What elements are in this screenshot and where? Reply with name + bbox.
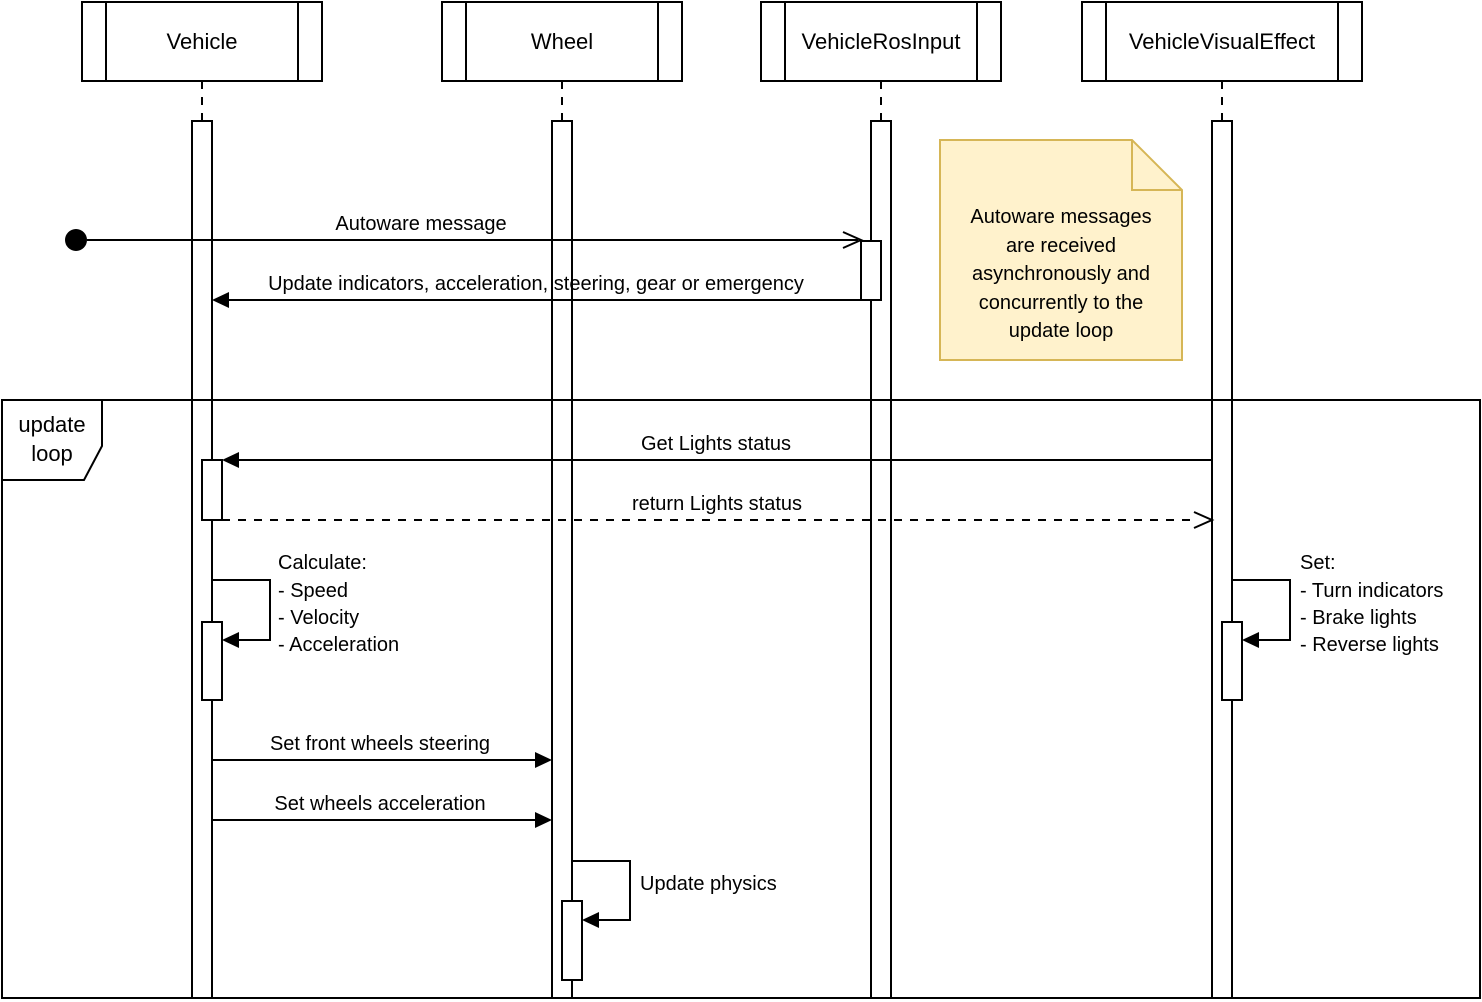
note-text-line2: are received [1006,235,1116,257]
filled-arrowhead-left-icon [212,292,229,308]
vehicle-nested-activation-lights [201,459,223,521]
self-call-line [1232,579,1291,641]
self-call-label-line3: - Brake lights [1300,607,1417,629]
message-label-set-acceleration: Set wheels acceleration [274,793,485,815]
participant-vehicle: Vehicle [81,1,323,82]
self-call-label-line3: - Velocity [278,607,359,629]
message-label-update-inputs: Update indicators, acceleration, steerin… [268,273,804,295]
self-call-line [212,579,271,641]
message-label-autoware: Autoware message [335,213,506,235]
update-loop-frame-label-pentagon [1,399,103,481]
filled-arrowhead-left-icon [222,452,239,468]
note-text-line1: Autoware messages [970,206,1151,228]
participant-box [441,1,683,82]
participant-box [81,1,323,82]
participant-label: Wheel [531,29,593,54]
participant-box [1081,1,1363,82]
update-loop-label-line1: update [18,412,85,437]
note-text-line3: asynchronously and [972,263,1150,285]
open-arrowhead-right-icon [1193,511,1215,529]
note-text-line4: concurrently to the [979,292,1144,314]
vehicle-visual-effect-activation-bar [1211,120,1233,999]
self-call-vehicle-calculate: Calculate: - Speed - Velocity - Accelera… [212,552,399,656]
note-fold-corner [1131,140,1182,191]
open-arrowhead-right-icon [842,231,864,249]
wheel-nested-activation-physics [561,900,583,981]
self-call-label-line1: Set: [1300,552,1336,574]
participant-vehicle-visual-effect: VehicleVisualEffect [1081,1,1363,82]
filled-arrowhead-left-icon [1242,632,1259,648]
self-call-label-line4: - Acceleration [278,634,399,656]
message-autoware: Autoware message [65,213,864,251]
self-call-label-line4: - Reverse lights [1300,634,1439,656]
update-loop-label-line2: loop [31,441,73,466]
self-call-visual-effect-set: Set: - Turn indicators - Brake lights - … [1232,552,1443,656]
vehicle-activation-bar [191,120,213,999]
vehicleros-input-nested-activation [860,240,882,301]
message-set-acceleration: Set wheels acceleration [212,793,552,828]
message-get-lights: Get Lights status [222,433,1212,468]
filled-arrowhead-left-icon [582,912,599,928]
message-set-steering: Set front wheels steering [212,733,552,768]
message-return-lights: return Lights status [222,493,1215,529]
note-shape [939,139,1183,361]
participant-box [760,1,1002,82]
message-label-update-physics: Update physics [640,873,777,895]
filled-arrowhead-right-icon [535,812,552,828]
vehicle-visual-effect-nested-activation-set [1221,621,1243,701]
self-call-wheel-update-physics: Update physics [572,860,777,928]
filled-arrowhead-left-icon [222,632,239,648]
vehicle-nested-activation-calculate [201,621,223,701]
wheel-activation-bar [551,120,573,999]
update-loop-frame-border [1,399,1481,999]
self-call-line [572,860,631,921]
participant-label: VehicleVisualEffect [1129,29,1315,54]
filled-arrowhead-right-icon [535,752,552,768]
self-call-label-line2: - Turn indicators [1300,580,1443,602]
note-text-line5: update loop [1009,320,1114,342]
message-update-inputs: Update indicators, acceleration, steerin… [212,273,861,308]
message-label-return-lights: return Lights status [632,493,802,515]
note-autoware-async: Autoware messages are received asynchron… [939,139,1183,361]
self-call-label-line1: Calculate: [278,552,367,574]
message-label-get-lights: Get Lights status [641,433,791,455]
participant-vehicleros-input: VehicleRosInput [760,1,1002,82]
found-message-start-circle [65,229,87,251]
participant-wheel: Wheel [441,1,683,82]
message-label-set-steering: Set front wheels steering [270,733,490,755]
update-loop-frame: update loop [1,399,1481,999]
participant-label: VehicleRosInput [802,29,961,54]
self-call-label-line2: - Speed [278,580,348,602]
participant-label: Vehicle [167,29,238,54]
